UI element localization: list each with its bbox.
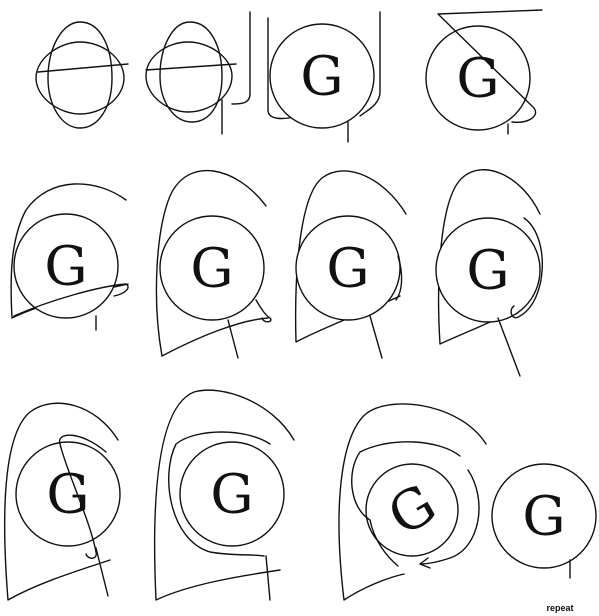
panel-1-inner-loop [48,22,112,128]
panel-8-node-label: G [466,239,509,302]
panel-11: G [339,404,486,600]
panel-5-node-label: G [44,235,87,298]
panel-1 [36,22,128,128]
panel-10: G [155,390,294,600]
panel-4: G [426,10,542,134]
panel-12: G repeat [492,464,596,613]
panel-6-node-label: G [190,237,233,300]
panel-9-node-label: G [46,463,89,526]
panel-2-hook [232,12,250,104]
panel-7: G [296,171,406,358]
panel-7-tail [370,316,382,358]
panel-10-node-label: G [210,463,253,526]
panel-6: G [156,171,270,358]
panel-10-tail [266,556,270,600]
panel-1-horizontal-strand [38,64,128,72]
panel-1-outer-loop [36,42,124,114]
panel-5: G [11,184,128,330]
panel-8-tail [498,318,520,376]
panel-2 [146,12,250,134]
panel-3-node-label: G [300,45,343,108]
panel-9: G [5,403,120,600]
panel-12-node-label: G [522,485,565,548]
panel-8: G [436,170,542,376]
repeat-caption: repeat [546,603,573,613]
panel-7-node-label: G [326,237,369,300]
panel-9-tail [96,548,108,596]
panel-4-node-label: G [456,47,499,110]
panel-3: G [268,12,380,142]
